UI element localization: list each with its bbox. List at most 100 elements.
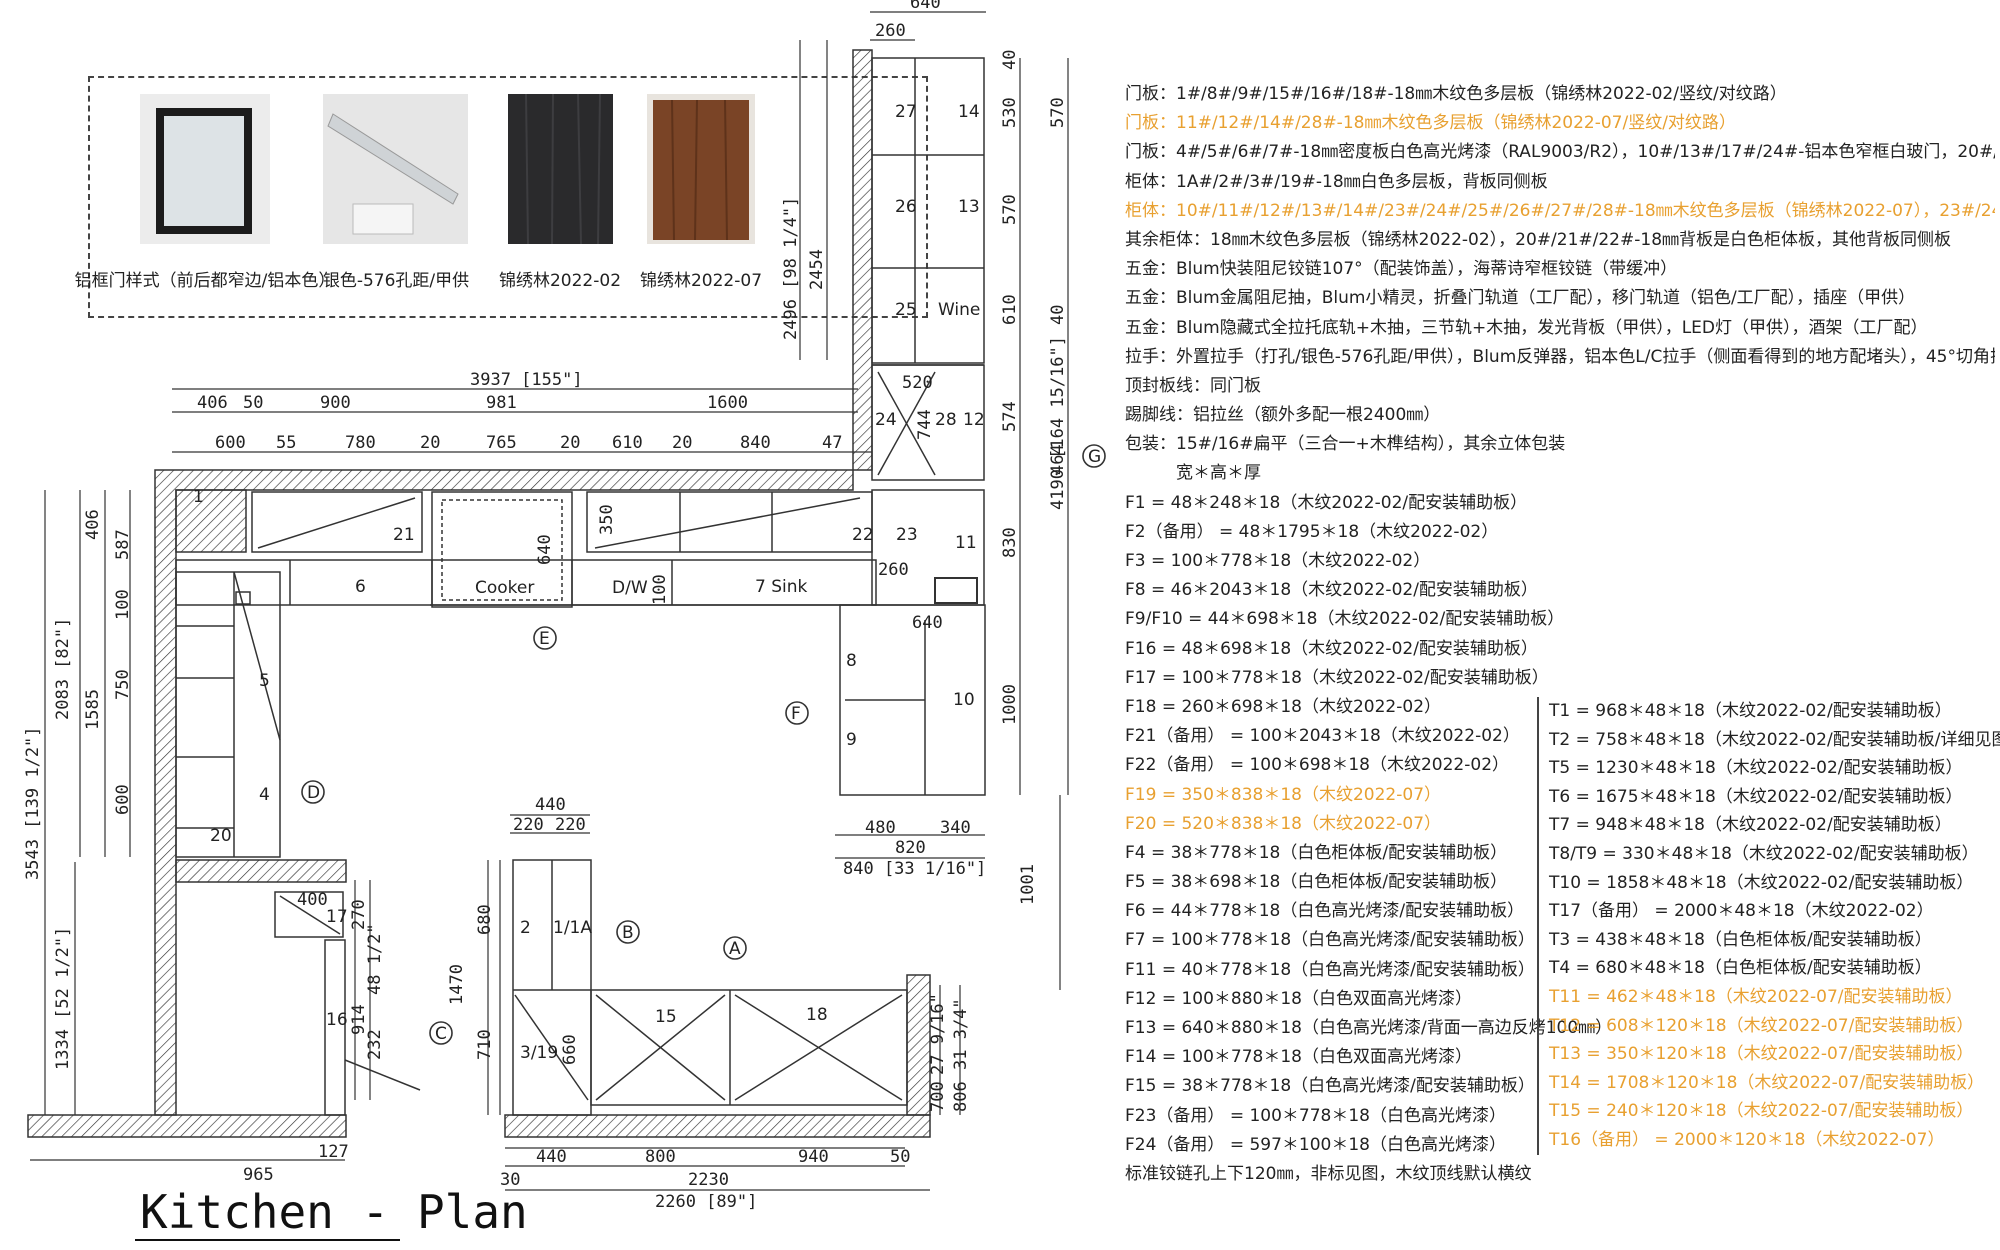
- dimension-label: 965: [243, 1165, 274, 1185]
- dimension-label: 2083 [82"]: [53, 618, 73, 720]
- note-line: T14 = 1708＊120＊18（木纹2022-07/配安装辅助板）: [1549, 1072, 1985, 1093]
- page-title: Kitchen - Plan: [140, 1185, 528, 1239]
- swatch-caption: 锦绣林2022-02: [498, 271, 622, 291]
- dimension-label: 4190 [164 15/16"]: [1048, 336, 1068, 510]
- note-line: F16 = 48＊698＊18（木纹2022-02/配安装辅助板）: [1125, 638, 1538, 659]
- dimension-label: 464: [1048, 444, 1068, 475]
- dimension-label: 2230: [688, 1170, 729, 1190]
- dimension-label: 100: [113, 589, 133, 620]
- dimension-label: 50: [890, 1147, 910, 1167]
- unit-label: 12: [963, 410, 985, 430]
- note-line: T3 = 438＊48＊18（白色柜体板/配安装辅助板）: [1549, 929, 1932, 950]
- dimension-label: 1000: [1000, 684, 1020, 725]
- aluminium-frame-door-icon: [140, 94, 270, 244]
- unit-label: 13: [958, 197, 980, 217]
- note-line: T15 = 240＊120＊18（木纹2022-07/配安装辅助板）: [1549, 1101, 1974, 1122]
- dimension-label: 3937 [155"]: [470, 370, 583, 390]
- unit-label: 10: [953, 690, 975, 710]
- dimension-label: 570: [1048, 97, 1068, 128]
- note-line: T8/T9 = 330＊48＊18（木纹2022-02/配安装辅助板）: [1549, 843, 1979, 864]
- dimension-label: 780: [345, 433, 376, 453]
- dimension-label: 765: [486, 433, 517, 453]
- view-label: A: [729, 939, 741, 959]
- note-line: F18 = 260＊698＊18（木纹2022-02）: [1125, 696, 1442, 717]
- dimension-label: 340: [940, 818, 971, 838]
- island-base: [590, 989, 908, 1106]
- dimension-label: 40: [1048, 305, 1068, 325]
- dimension-label: 820: [895, 838, 926, 858]
- note-line: F9/F10 = 44＊698＊18（木纹2022-02/配安装辅助板）: [1125, 609, 1565, 630]
- unit-label: 17: [326, 907, 348, 927]
- swatch-caption: 银色-576孔距/甲供: [322, 271, 470, 291]
- unit-label: 26: [895, 197, 917, 217]
- dimension-label: 610: [612, 433, 643, 453]
- note-line: 其余柜体：18㎜木纹色多层板（锦绣林2022-02），20#/21#/22#-1…: [1125, 229, 1952, 250]
- unit-label: 25: [895, 300, 917, 320]
- dimension-label: 47: [822, 433, 842, 453]
- note-line: F11 = 40＊778＊18（白色高光烤漆/配安装辅助板）: [1125, 959, 1535, 980]
- dimension-label: 260: [875, 21, 906, 41]
- note-line: F13 = 640＊880＊18（白色高光烤漆/背面一高边反烤100㎜）: [1125, 1018, 1613, 1038]
- view-marker-a: [723, 936, 747, 960]
- dimension-label: 50: [243, 393, 263, 413]
- tall-column: [871, 57, 985, 364]
- dimension-label: 700: [928, 1081, 948, 1112]
- unit-label: 3/19: [520, 1043, 558, 1063]
- dimension-label: 27 9/16": [928, 993, 948, 1075]
- note-line: 柜体：10#/11#/12#/13#/14#/23#/24#/25#/26#/2…: [1125, 200, 1995, 221]
- note-line: 门板：11#/12#/14#/28#-18㎜木纹色多层板（锦绣林2022-07/…: [1125, 113, 1736, 134]
- unit-label: 4: [259, 785, 270, 805]
- note-line: T13 = 350＊120＊18（木纹2022-07/配安装辅助板）: [1549, 1044, 1974, 1065]
- note-line: 宽＊高＊厚: [1125, 463, 1261, 484]
- unit-label: Wine: [938, 300, 980, 320]
- unit-label: D/W: [612, 578, 648, 598]
- note-line: F20 = 520＊838＊18（木纹2022-07）: [1125, 813, 1442, 834]
- right-base: [839, 604, 986, 796]
- dimension-label: 1470: [447, 964, 467, 1005]
- wall: [175, 859, 347, 883]
- cabinet-16: [324, 939, 346, 1116]
- note-line: F22（备用） = 100＊698＊18（木纹2022-02）: [1125, 755, 1510, 776]
- dimension-label: 574: [1000, 401, 1020, 432]
- dark-wood-sample-icon: [508, 93, 613, 245]
- dimension-label: 840: [740, 433, 771, 453]
- unit-label: 8: [846, 651, 857, 671]
- dimension-label: 830: [1000, 527, 1020, 558]
- note-line: 五金：Blum金属阻尼抽，Blum小精灵，折叠门轨道（工厂配），移门轨道（铝色/…: [1125, 288, 1916, 309]
- dimension-label: 940: [798, 1147, 829, 1167]
- note-line: F1 = 48＊248＊18（木纹2022-02/配安装辅助板）: [1125, 492, 1528, 513]
- unit-label: 16: [326, 1010, 348, 1030]
- dimension-label: 232: [365, 1029, 385, 1060]
- unit-label: 22: [852, 525, 874, 545]
- dimension-label: 220: [555, 815, 586, 835]
- dimension-label: 1585: [83, 689, 103, 730]
- dimension-label: 680: [475, 904, 495, 935]
- dimension-label: 55: [276, 433, 296, 453]
- note-line: 包装：15#/16#扁平（三合一+木榫结构），其余立体包装: [1125, 434, 1566, 455]
- note-line: F5 = 38＊698＊18（白色柜体板/配安装辅助板）: [1125, 872, 1508, 893]
- view-label: F: [791, 704, 801, 724]
- material-swatch-legend: 铝框门样式（前后都窄边/铝本色） 银色-576孔距/甲供 锦绣林2022-02 …: [75, 76, 928, 318]
- unit-label: 24: [875, 410, 897, 430]
- unit-label: 9: [846, 730, 857, 750]
- note-line: 五金：Blum隐藏式全拉托底轨+木抽，三节轨+木抽，发光背板（甲供），LED灯（…: [1125, 317, 1928, 338]
- dimension-label: 406: [197, 393, 228, 413]
- unit-label: 21: [393, 525, 415, 545]
- dimension-label: 1600: [707, 393, 748, 413]
- dimension-label: 440: [535, 795, 566, 815]
- dimension-label: 710: [475, 1029, 495, 1060]
- dimension-label: 900: [320, 393, 351, 413]
- note-line: 柜体：1A#/2#/3#/19#-18㎜白色多层板，背板同侧板: [1125, 171, 1548, 192]
- note-line: F4 = 38＊778＊18（白色柜体板/配安装辅助板）: [1125, 842, 1508, 863]
- view-label: C: [435, 1024, 447, 1044]
- dimension-label: 480: [865, 818, 896, 838]
- note-line: T16（备用） = 2000＊120＊18（木纹2022-07）: [1549, 1129, 1945, 1150]
- note-line: T4 = 680＊48＊18（白色柜体板/配安装辅助板）: [1549, 958, 1932, 979]
- dimension-label: 100: [650, 574, 670, 605]
- unit-label: 1: [193, 487, 204, 507]
- unit-label: 5: [259, 671, 270, 691]
- unit-label: 23: [896, 525, 918, 545]
- wall: [504, 1114, 931, 1138]
- note-line: T6 = 1675＊48＊18（木纹2022-02/配安装辅助板）: [1549, 786, 1963, 807]
- wall: [175, 489, 247, 553]
